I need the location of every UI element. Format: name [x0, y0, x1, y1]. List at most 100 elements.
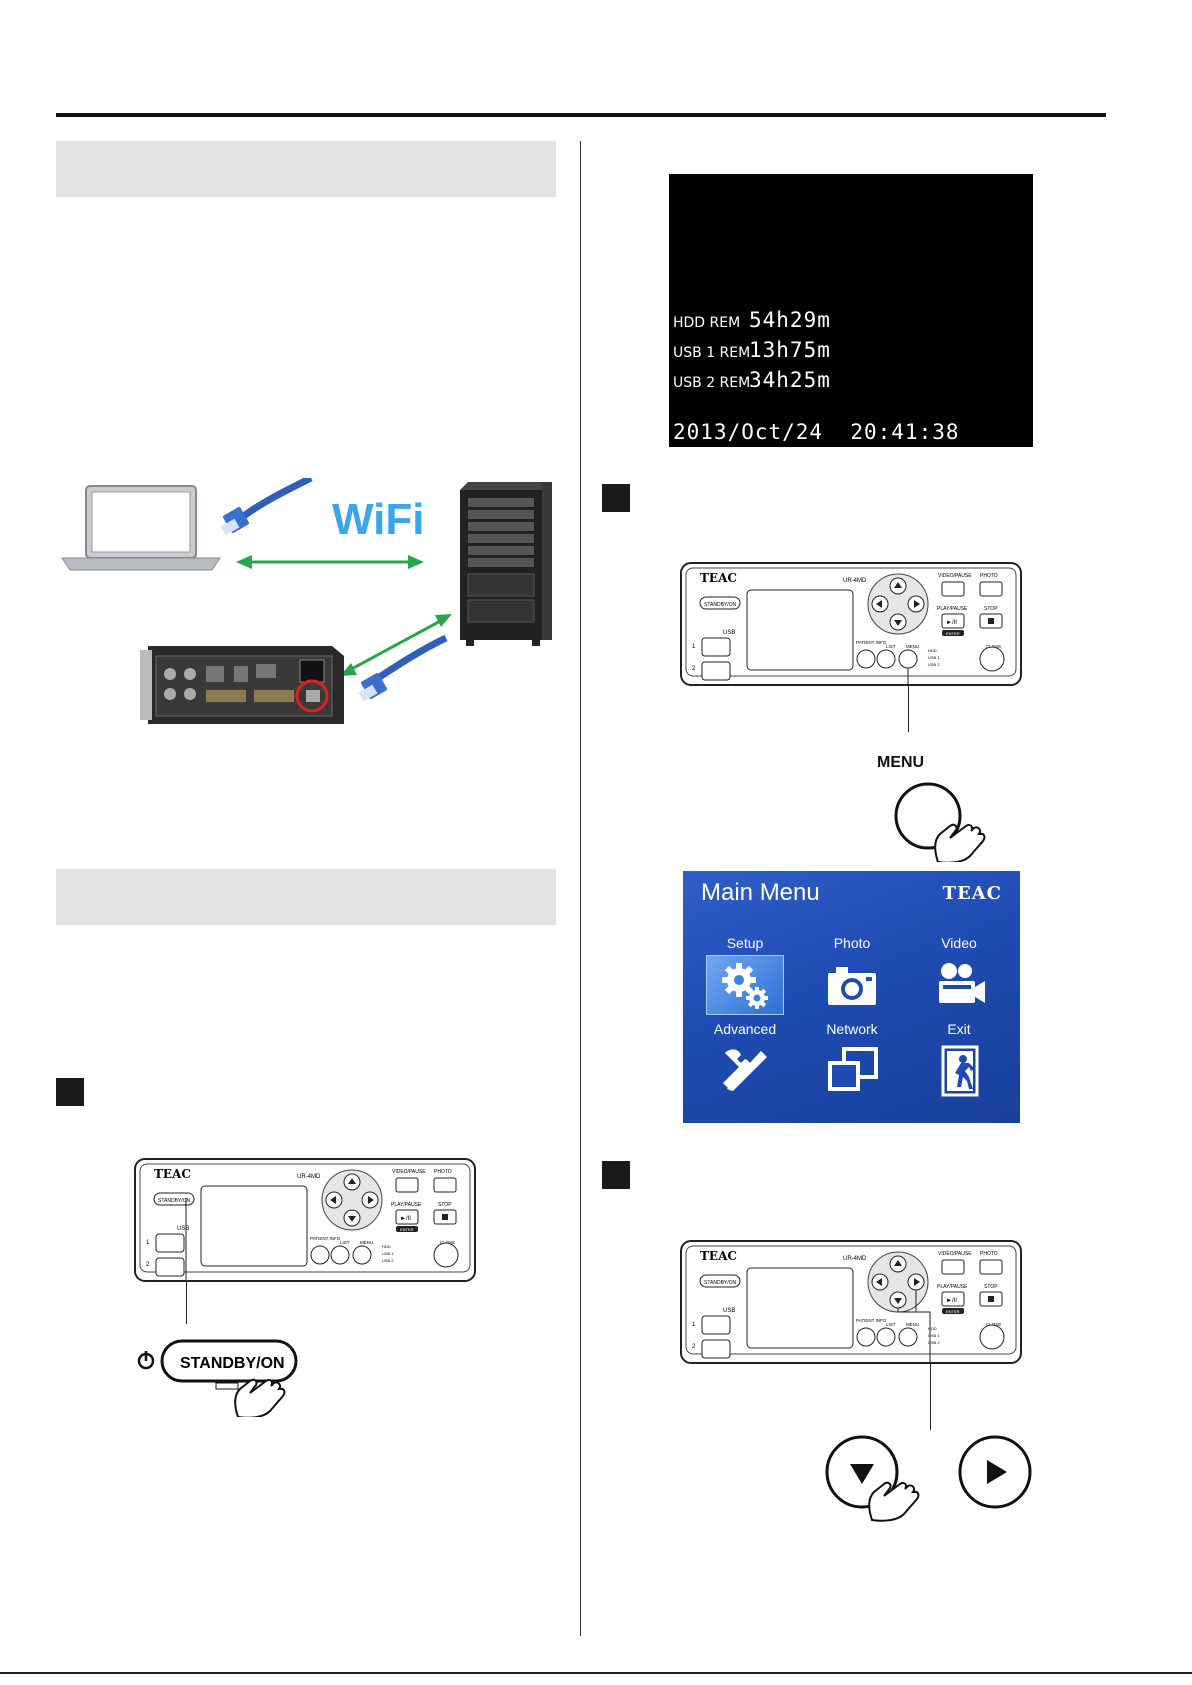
svg-text:►/II: ►/II — [946, 620, 957, 626]
column-divider — [580, 141, 581, 1636]
lan-port-highlight-circle — [295, 679, 329, 713]
svg-text:ENTER: ENTER — [946, 1309, 960, 1314]
svg-text:PATIENT INFO: PATIENT INFO — [856, 1318, 887, 1323]
step-marker-3 — [602, 1161, 630, 1189]
svg-text:TEAC: TEAC — [700, 1249, 737, 1263]
osd-hdd-label: HDD REM — [673, 315, 741, 331]
osd-usb2-label: USB 2 REM — [673, 375, 751, 391]
osd-usb1-label: USB 1 REM — [673, 345, 751, 361]
network-figure: WiFi — [61, 478, 552, 724]
step-marker-1 — [56, 1078, 84, 1106]
bottom-rule — [0, 1672, 1192, 1674]
top-rule — [56, 113, 1106, 117]
svg-text:CLOSE: CLOSE — [986, 1322, 1001, 1327]
svg-text:MENU: MENU — [360, 1240, 373, 1245]
svg-text:LIST: LIST — [886, 1322, 896, 1327]
recorder-rear-panel-image — [140, 646, 344, 724]
svg-text:USB: USB — [723, 1308, 735, 1314]
menu-item-exit[interactable]: Exit — [909, 1021, 1009, 1099]
svg-text:PHOTO: PHOTO — [980, 1251, 998, 1257]
svg-text:1: 1 — [146, 1240, 150, 1246]
device-brand: TEAC — [154, 1167, 191, 1181]
pressing-hand-icon — [934, 823, 986, 862]
svg-text:HDD: HDD — [928, 1326, 937, 1331]
bidirectional-arrow-1 — [236, 555, 424, 569]
svg-text:1: 1 — [692, 644, 696, 650]
svg-text:MENU: MENU — [906, 644, 919, 649]
svg-text:PATIENT INFO: PATIENT INFO — [856, 640, 887, 645]
menu-callout-label: MENU — [877, 754, 925, 771]
main-menu-title: Main Menu — [701, 879, 820, 906]
svg-text:CLOSE: CLOSE — [440, 1240, 455, 1245]
svg-text:HDD: HDD — [928, 648, 937, 653]
wifi-label: WiFi — [332, 495, 424, 544]
menu-item-network[interactable]: Network — [802, 1021, 902, 1099]
standby-on-callout: STANDBY/ON — [137, 1339, 298, 1417]
menu-item-video[interactable]: Video — [909, 935, 1009, 1013]
device-front-panel-3: TEAC STANDBY/ON USB 1 2 UR-4MD VIDEO/PAU… — [680, 1240, 1022, 1364]
svg-text:PHOTO: PHOTO — [434, 1169, 452, 1175]
svg-text:VIDEO/PAUSE: VIDEO/PAUSE — [938, 573, 972, 579]
svg-text:PHOTO: PHOTO — [980, 573, 998, 579]
main-menu-brand: TEAC — [942, 883, 1002, 904]
exit-icon — [941, 1045, 979, 1097]
svg-text:STANDBY/ON: STANDBY/ON — [704, 602, 737, 608]
osd-usb1-value: 13h75m — [749, 338, 831, 362]
svg-text:STOP: STOP — [984, 1284, 998, 1290]
gears-icon — [706, 955, 784, 1015]
svg-text:2: 2 — [146, 1262, 150, 1268]
callout-line-standby — [186, 1282, 187, 1324]
menu-item-setup[interactable]: Setup — [695, 935, 795, 1015]
standby-on-key[interactable]: STANDBY/ON — [158, 1198, 191, 1204]
svg-text:VIDEO/PAUSE: VIDEO/PAUSE — [392, 1169, 426, 1175]
main-menu-screen: Main Menu TEAC Setup Photo Vide — [683, 871, 1020, 1123]
server-rack-icon — [460, 482, 552, 646]
svg-text:PATIENT INFO: PATIENT INFO — [310, 1236, 341, 1241]
svg-text:UR-4MD: UR-4MD — [843, 1256, 867, 1262]
svg-text:ENTER: ENTER — [946, 631, 960, 636]
svg-text:1: 1 — [692, 1322, 696, 1328]
svg-text:MENU: MENU — [906, 1322, 919, 1327]
ethernet-cable-icon — [220, 478, 313, 536]
svg-text:PLAY/PAUSE: PLAY/PAUSE — [937, 606, 968, 612]
svg-text:PLAY/PAUSE: PLAY/PAUSE — [937, 1284, 968, 1290]
callout-line-arrows — [930, 1364, 931, 1430]
right-arrow-icon — [987, 1460, 1007, 1484]
svg-text:USB: USB — [723, 630, 735, 636]
camera-icon — [828, 967, 876, 1005]
svg-text:STOP: STOP — [438, 1202, 452, 1208]
callout-line-menu — [908, 686, 909, 732]
svg-text:2: 2 — [692, 1344, 696, 1350]
svg-text:STANDBY/ON: STANDBY/ON — [704, 1280, 737, 1286]
menu-callout-button — [894, 782, 986, 862]
svg-text:USB: USB — [177, 1226, 189, 1232]
svg-text:►/II: ►/II — [400, 1216, 411, 1222]
device-front-panel-2: TEAC STANDBY/ON USB 1 2 UR-4MD VIDEO/PAU… — [680, 562, 1022, 686]
svg-text:USB 1: USB 1 — [928, 655, 940, 660]
svg-text:►/II: ►/II — [946, 1298, 957, 1304]
device-front-panel-1: TEAC STANDBY/ON USB 1 2 UR-4MD VIDEO/PAU… — [134, 1158, 476, 1282]
pressing-hand-icon — [868, 1481, 920, 1522]
svg-text:USB 2: USB 2 — [928, 1340, 940, 1345]
svg-text:STOP: STOP — [984, 606, 998, 612]
right-arrow-callout — [958, 1435, 1032, 1509]
svg-text:CLOSE: CLOSE — [986, 644, 1001, 649]
osd-usb2-value: 34h25m — [749, 368, 831, 392]
down-arrow-icon — [850, 1464, 874, 1484]
standby-on-callout-label: STANDBY/ON — [180, 1355, 285, 1372]
ethernet-cable-icon-2 — [358, 634, 448, 702]
svg-text:LIST: LIST — [886, 644, 896, 649]
svg-text:ENTER: ENTER — [400, 1227, 414, 1232]
svg-text:TEAC: TEAC — [700, 571, 737, 585]
windows-icon — [828, 1047, 878, 1091]
menu-item-advanced[interactable]: Advanced — [695, 1021, 795, 1099]
svg-text:2: 2 — [692, 666, 696, 672]
down-arrow-callout — [825, 1435, 920, 1522]
menu-item-photo[interactable]: Photo — [802, 935, 902, 1013]
svg-text:VIDEO/PAUSE: VIDEO/PAUSE — [938, 1251, 972, 1257]
step-marker-2 — [602, 484, 630, 512]
svg-text:UR-4MD: UR-4MD — [843, 578, 867, 584]
section-header-box-1 — [56, 141, 556, 197]
svg-text:PLAY/PAUSE: PLAY/PAUSE — [391, 1202, 422, 1208]
